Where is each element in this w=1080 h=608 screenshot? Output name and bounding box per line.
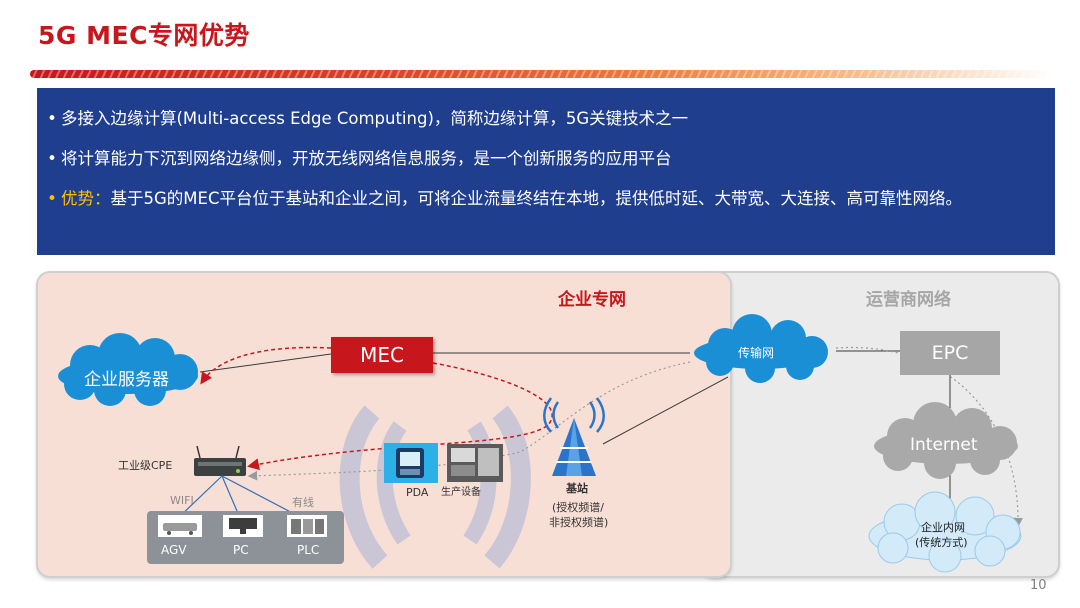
- terminal-devices-art: [158, 515, 327, 537]
- intranet-cloud-sublabel: (传统方式): [915, 536, 968, 549]
- terminal-device-strip: AGV PC PLC: [147, 511, 344, 564]
- internet-cloud-icon: [874, 402, 1018, 479]
- link-basestation-transport: [602, 376, 729, 445]
- pc-icon: [223, 515, 263, 537]
- intranet-cloud-label: 企业内网: [921, 521, 965, 534]
- base-station-icon: [543, 397, 605, 476]
- connection-lines: [199, 350, 951, 512]
- transport-cloud-icon: [694, 314, 828, 383]
- operator-network-label: 运营商网络: [866, 290, 951, 310]
- bullet-item: •将计算能力下沉到网络边缘侧，开放无线网络信息服务，是一个创新服务的应用平台: [47, 149, 672, 168]
- link-server-mec: [199, 353, 332, 373]
- page-title: 5G MEC专网优势: [38, 21, 250, 50]
- red-dashed-path: [200, 346, 332, 385]
- wired-label: 有线: [292, 496, 314, 509]
- transport-cloud-label: 传输网: [738, 346, 775, 360]
- base-station-label: 基站: [566, 482, 588, 495]
- cpe-device-icon: [194, 445, 246, 476]
- server-cloud-label: 企业服务器: [84, 370, 169, 390]
- device-label-pc: PC: [233, 543, 249, 557]
- bullet-text: 基于5G的MEC平台位于基站和企业之间，可将企业流量终结在本地，提供低时延、大带…: [110, 189, 962, 208]
- gray-dotted-path-lower: [247, 361, 691, 481]
- intranet-cloud-icon: [868, 491, 1022, 573]
- server-cloud-icon: [58, 333, 198, 406]
- pda-icon: [384, 443, 438, 483]
- red-dashed-path-lower: [247, 362, 553, 471]
- production-equipment-icon: [447, 444, 503, 482]
- device-label-agv: AGV: [161, 543, 187, 557]
- title-stripe: [30, 70, 1052, 78]
- gray-dotted-path: [835, 346, 1023, 528]
- bullet-text: 将计算能力下沉到网络边缘侧，开放无线网络信息服务，是一个创新服务的应用平台: [61, 149, 672, 168]
- mec-node: MEC: [331, 337, 433, 373]
- spectrum-sublabel: 非授权频谱): [549, 516, 609, 529]
- cpe-label: 工业级CPE: [118, 459, 173, 472]
- bullet-item: •优势：基于5G的MEC平台位于基站和企业之间，可将企业流量终结在本地，提供低时…: [47, 189, 962, 208]
- bullet-highlight: 优势：: [61, 189, 111, 208]
- bullet-text: 多接入边缘计算(Multi-access Edge Computing)，简称边…: [61, 109, 689, 128]
- production-equipment-label: 生产设备: [441, 487, 481, 498]
- page-number: 10: [1030, 578, 1047, 593]
- agv-icon: [158, 515, 202, 537]
- internet-cloud-label: Internet: [910, 435, 978, 455]
- plc-icon: [287, 515, 327, 537]
- pda-label: PDA: [406, 486, 429, 499]
- enterprise-network-label: 企业专网: [558, 290, 626, 310]
- summary-box: •多接入边缘计算(Multi-access Edge Computing)，简称…: [37, 88, 1055, 255]
- epc-node: EPC: [900, 331, 1000, 375]
- wifi-label: WIFI: [170, 494, 194, 507]
- bullet-item: •多接入边缘计算(Multi-access Edge Computing)，简称…: [47, 109, 689, 128]
- spectrum-label: (授权频谱/: [552, 501, 604, 514]
- wifi-watermark-icon: [339, 405, 531, 569]
- device-label-plc: PLC: [297, 543, 320, 557]
